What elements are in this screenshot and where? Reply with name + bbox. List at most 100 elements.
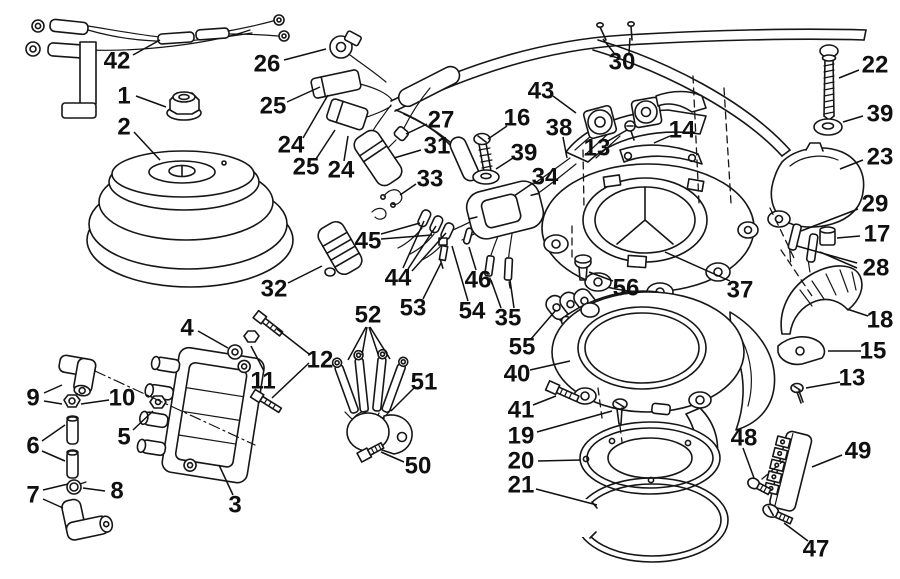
callout-6: 6 xyxy=(26,433,39,460)
callout-13: 13 xyxy=(584,135,611,162)
callout-52: 52 xyxy=(355,302,382,329)
leader-line-44 xyxy=(407,225,437,270)
leader-line-2 xyxy=(133,131,161,161)
leader-line-24 xyxy=(302,94,329,139)
callout-41: 41 xyxy=(508,397,535,424)
callout-56: 56 xyxy=(613,275,640,302)
leader-line-42 xyxy=(132,39,161,56)
leader-line-6 xyxy=(41,450,66,462)
leader-line-32 xyxy=(287,265,323,284)
leader-line-11 xyxy=(250,345,265,372)
callout-44: 44 xyxy=(385,265,412,292)
leader-line-1 xyxy=(135,95,167,108)
leader-line-37 xyxy=(664,251,731,282)
leader-line-16 xyxy=(487,125,508,140)
leader-line-26 xyxy=(283,48,327,61)
leader-line-29 xyxy=(800,208,859,232)
leader-line-8 xyxy=(82,487,106,492)
callout-33: 33 xyxy=(417,166,444,193)
leader-line-14 xyxy=(653,135,671,144)
small-wires-and-terminals-drawing xyxy=(371,189,474,269)
retainer-ring-drawing xyxy=(579,421,721,495)
callout-34: 34 xyxy=(532,164,559,191)
leader-line-24 xyxy=(343,135,349,162)
leader-line-40 xyxy=(529,360,571,371)
leader-line-31 xyxy=(393,149,422,159)
leader-line-52 xyxy=(347,326,367,361)
leader-line-33 xyxy=(399,183,417,196)
leader-line-53 xyxy=(422,262,442,300)
leader-line-9 xyxy=(43,400,63,405)
callout-23: 23 xyxy=(867,144,894,171)
terminal-block-drawing xyxy=(747,430,813,525)
leader-line-17 xyxy=(836,235,861,239)
callout-48: 48 xyxy=(731,425,758,452)
leader-line-25 xyxy=(286,86,321,103)
cover-assembly-drawing xyxy=(767,142,865,273)
callout-49: 49 xyxy=(845,438,872,465)
callout-4: 4 xyxy=(180,315,194,342)
leader-line-56 xyxy=(588,271,614,282)
leader-line-35 xyxy=(509,279,515,309)
leader-line-46 xyxy=(468,246,477,271)
callout-39: 39 xyxy=(511,140,538,167)
assembly-alignment-lines xyxy=(94,75,813,480)
stator-assembly-drawing xyxy=(565,90,707,165)
leader-line-41 xyxy=(532,395,557,406)
coil-pack-drawing xyxy=(136,309,284,484)
callout-21: 21 xyxy=(508,472,535,499)
leader-line-34 xyxy=(513,182,534,197)
leader-line-50 xyxy=(380,451,405,463)
leader-line-18 xyxy=(846,308,869,317)
callout-7: 7 xyxy=(26,482,39,509)
callout-20: 20 xyxy=(508,448,535,475)
leader-line-35 xyxy=(490,279,502,309)
callout-3: 3 xyxy=(228,492,241,519)
callout-47: 47 xyxy=(803,536,830,563)
mount-bolt-drawing xyxy=(813,44,843,136)
callout-26: 26 xyxy=(254,51,281,78)
leader-line-45 xyxy=(380,234,433,240)
leader-line-44 xyxy=(402,220,425,269)
callout-54: 54 xyxy=(459,298,486,325)
callout-39: 39 xyxy=(867,101,894,128)
leader-line-51 xyxy=(390,387,415,412)
ignition-coil-drawing xyxy=(353,87,431,187)
leader-line-48 xyxy=(742,447,755,479)
leader-line-52 xyxy=(361,326,368,356)
callout-38: 38 xyxy=(546,115,573,142)
callout-28: 28 xyxy=(863,255,890,282)
callout-10: 10 xyxy=(109,385,136,412)
base-screws-drawing xyxy=(544,380,628,425)
leader-line-5 xyxy=(132,410,154,431)
callout-35: 35 xyxy=(495,305,522,332)
leader-line-21 xyxy=(535,488,598,506)
leader-line-13 xyxy=(607,129,628,142)
terminal-connectors-drawing xyxy=(310,30,393,131)
leader-line-4 xyxy=(197,330,229,349)
callout-1: 1 xyxy=(117,83,130,110)
leader-line-20 xyxy=(537,459,582,462)
wire-harness-drawing xyxy=(25,14,290,119)
callout-12: 12 xyxy=(307,347,334,374)
leader-line-7 xyxy=(42,483,69,491)
callout-19: 19 xyxy=(508,423,535,450)
callout-18: 18 xyxy=(867,307,894,334)
elbow-fittings-drawing xyxy=(58,354,114,541)
leader-line-47 xyxy=(783,522,809,542)
callout-13: 13 xyxy=(839,365,866,392)
leader-line-9 xyxy=(43,384,63,394)
callout-30: 30 xyxy=(609,49,636,76)
callout-24: 24 xyxy=(278,132,305,159)
leader-line-52 xyxy=(369,326,391,360)
leader-line-27 xyxy=(405,123,428,135)
leader-line-28 xyxy=(819,251,858,269)
callout-8: 8 xyxy=(110,478,123,505)
leader-line-30 xyxy=(602,38,615,54)
sensor-assembly-drawing xyxy=(331,348,413,463)
leader-line-19 xyxy=(536,410,613,433)
leader-line-6 xyxy=(41,424,66,442)
